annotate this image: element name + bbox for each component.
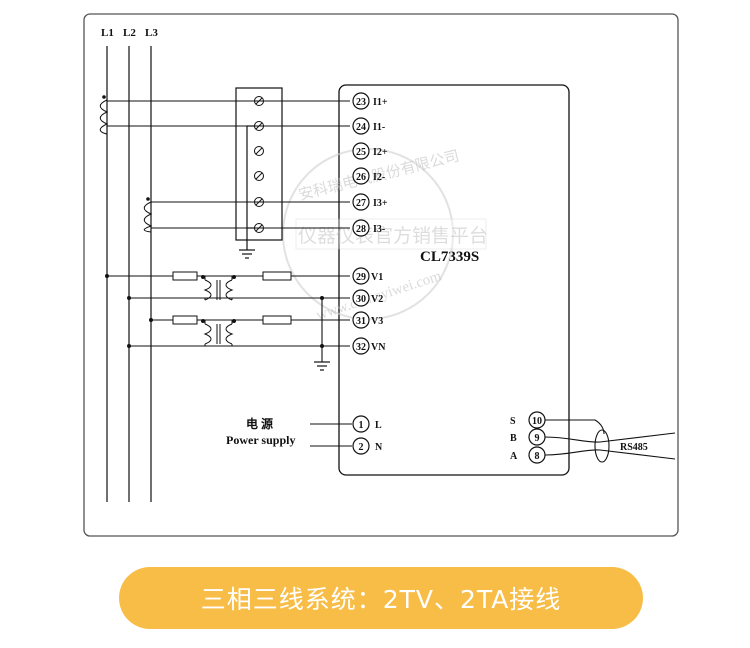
current-terminal-block [235,87,283,241]
terminal-10: 10 [528,411,546,429]
cable-shield [594,429,610,463]
terminal-32-number: 32 [356,342,366,353]
label-s: S [510,416,516,427]
rs485-section: S B A 10 9 8 RS485 [510,411,676,464]
power-label-zh: 电 源 [246,416,273,431]
terminal-27: 27 I3+ [352,193,388,211]
terminal-31-number: 31 [356,316,366,327]
fuse-1a [172,271,198,281]
ct-coil-l1 [99,99,109,135]
terminal-1-number: 1 [359,420,364,431]
fuse-2a [172,315,198,325]
terminal-25-number: 25 [356,147,366,158]
terminal-8-number: 8 [535,451,540,462]
label-b: B [510,433,517,444]
diagram-frame [83,13,679,537]
terminal-29: 29 V1 [352,267,383,285]
terminal-9-number: 9 [535,433,540,444]
ground-symbol-ct [239,249,255,259]
vt-transformer-1 [197,275,322,301]
terminal-31-label: V3 [371,316,383,327]
terminal-28-label: I3- [373,224,385,235]
terminal-1: 1 L [352,415,382,433]
terminal-23-number: 23 [356,97,366,108]
caption-text: 三相三线系统：2TV、2TA接线 [200,585,562,614]
terminal-30: 30 V2 [352,289,383,307]
power-label-en: Power supply [226,433,295,447]
fuse-1b [262,271,292,281]
watermark-main-text: 仪器仪表官方销售平台 [298,225,488,247]
power-supply-section: 电 源 Power supply 1 L 2 N [226,415,383,455]
terminal-30-number: 30 [356,294,366,305]
terminal-9: 9 [528,428,546,446]
watermark-band [295,218,487,250]
device-terminals: 23 I1+ 24 I1- 25 I2+ 26 I2- 27 I3+ [352,92,388,355]
terminal-29-label: V1 [371,272,383,283]
terminal-31: 31 V3 [352,311,383,329]
device-box [338,84,570,476]
terminal-32: 32 VN [352,337,386,355]
terminal-28: 28 I3- [352,219,385,237]
ground-symbol-vt [314,361,330,371]
terminal-23-label: I1+ [373,97,388,108]
terminal-32-label: VN [371,342,386,353]
terminal-24: 24 I1- [352,117,385,135]
terminal-27-label: I3+ [373,198,388,209]
terminal-24-number: 24 [356,122,366,133]
caption-banner: 三相三线系统：2TV、2TA接线 [119,567,643,629]
terminal-23: 23 I1+ [352,92,388,110]
terminal-1-label: L [375,420,382,431]
terminal-25: 25 I2+ [352,142,388,160]
label-l3: L3 [145,27,158,39]
terminal-25-label: I2+ [373,147,388,158]
label-l1: L1 [101,27,114,39]
label-a: A [510,451,518,462]
rs485-label: RS485 [620,442,648,453]
terminal-28-number: 28 [356,224,366,235]
terminal-26-label: I2- [373,172,385,183]
terminal-2-number: 2 [359,442,364,453]
terminal-27-number: 27 [356,198,366,209]
terminal-29-number: 29 [356,272,366,283]
terminal-24-label: I1- [373,122,385,133]
label-l2: L2 [123,27,136,39]
fuse-2b [262,315,292,325]
terminal-2: 2 N [352,437,383,455]
ct-coil-l3 [143,201,153,233]
terminal-2-label: N [375,442,383,453]
vt-transformer-2 [197,319,263,346]
terminal-30-label: V2 [371,294,383,305]
terminal-8: 8 [528,446,546,464]
terminal-26-number: 26 [356,172,366,183]
terminal-26: 26 I2- [352,167,385,185]
terminal-10-number: 10 [532,416,542,427]
